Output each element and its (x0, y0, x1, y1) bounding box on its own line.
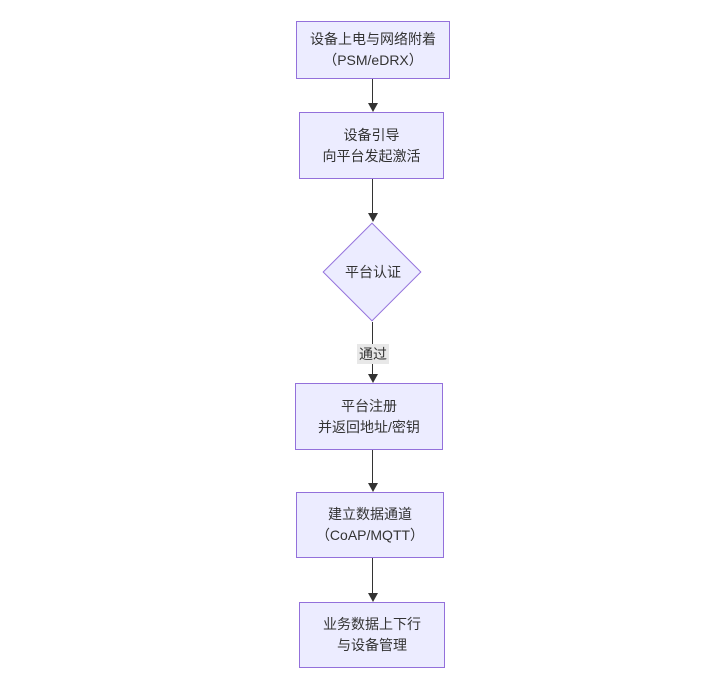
node-power-attach-line1: 设备上电与网络附着 (310, 31, 436, 47)
edge-label-pass: 通过 (357, 344, 389, 364)
arrowhead-icon (368, 483, 378, 492)
arrowhead-icon (368, 374, 378, 383)
node-channel-line2: （CoAP/MQTT） (315, 527, 425, 543)
arrowhead-icon (368, 103, 378, 112)
node-bootstrap-line2: 向平台发起激活 (322, 147, 421, 164)
node-bootstrap-line1: 设备引导 (343, 126, 400, 143)
arrowhead-icon (368, 213, 378, 222)
node-register-line1: 平台注册 (341, 397, 397, 414)
node-auth-label: 平台认证 (345, 264, 401, 280)
node-register-line2: 并返回地址/密钥 (318, 418, 420, 435)
edge-power-to-bootstrap (372, 79, 373, 103)
edge-register-to-channel (372, 450, 373, 483)
arrowhead-icon (368, 593, 378, 602)
edge-bootstrap-to-auth (372, 179, 373, 213)
node-power-attach-line2: （PSM/eDRX） (323, 52, 423, 68)
node-register: 平台注册 并返回地址/密钥 (295, 383, 443, 450)
edge-channel-to-business (372, 558, 373, 593)
node-channel: 建立数据通道 （CoAP/MQTT） (296, 492, 444, 558)
node-business: 业务数据上下行 与设备管理 (299, 602, 445, 668)
node-channel-line1: 建立数据通道 (328, 506, 412, 522)
node-power-attach: 设备上电与网络附着 （PSM/eDRX） (296, 21, 450, 79)
node-business-line1: 业务数据上下行 (323, 616, 421, 632)
node-bootstrap: 设备引导 向平台发起激活 (299, 112, 444, 179)
node-business-line2: 与设备管理 (337, 637, 407, 653)
